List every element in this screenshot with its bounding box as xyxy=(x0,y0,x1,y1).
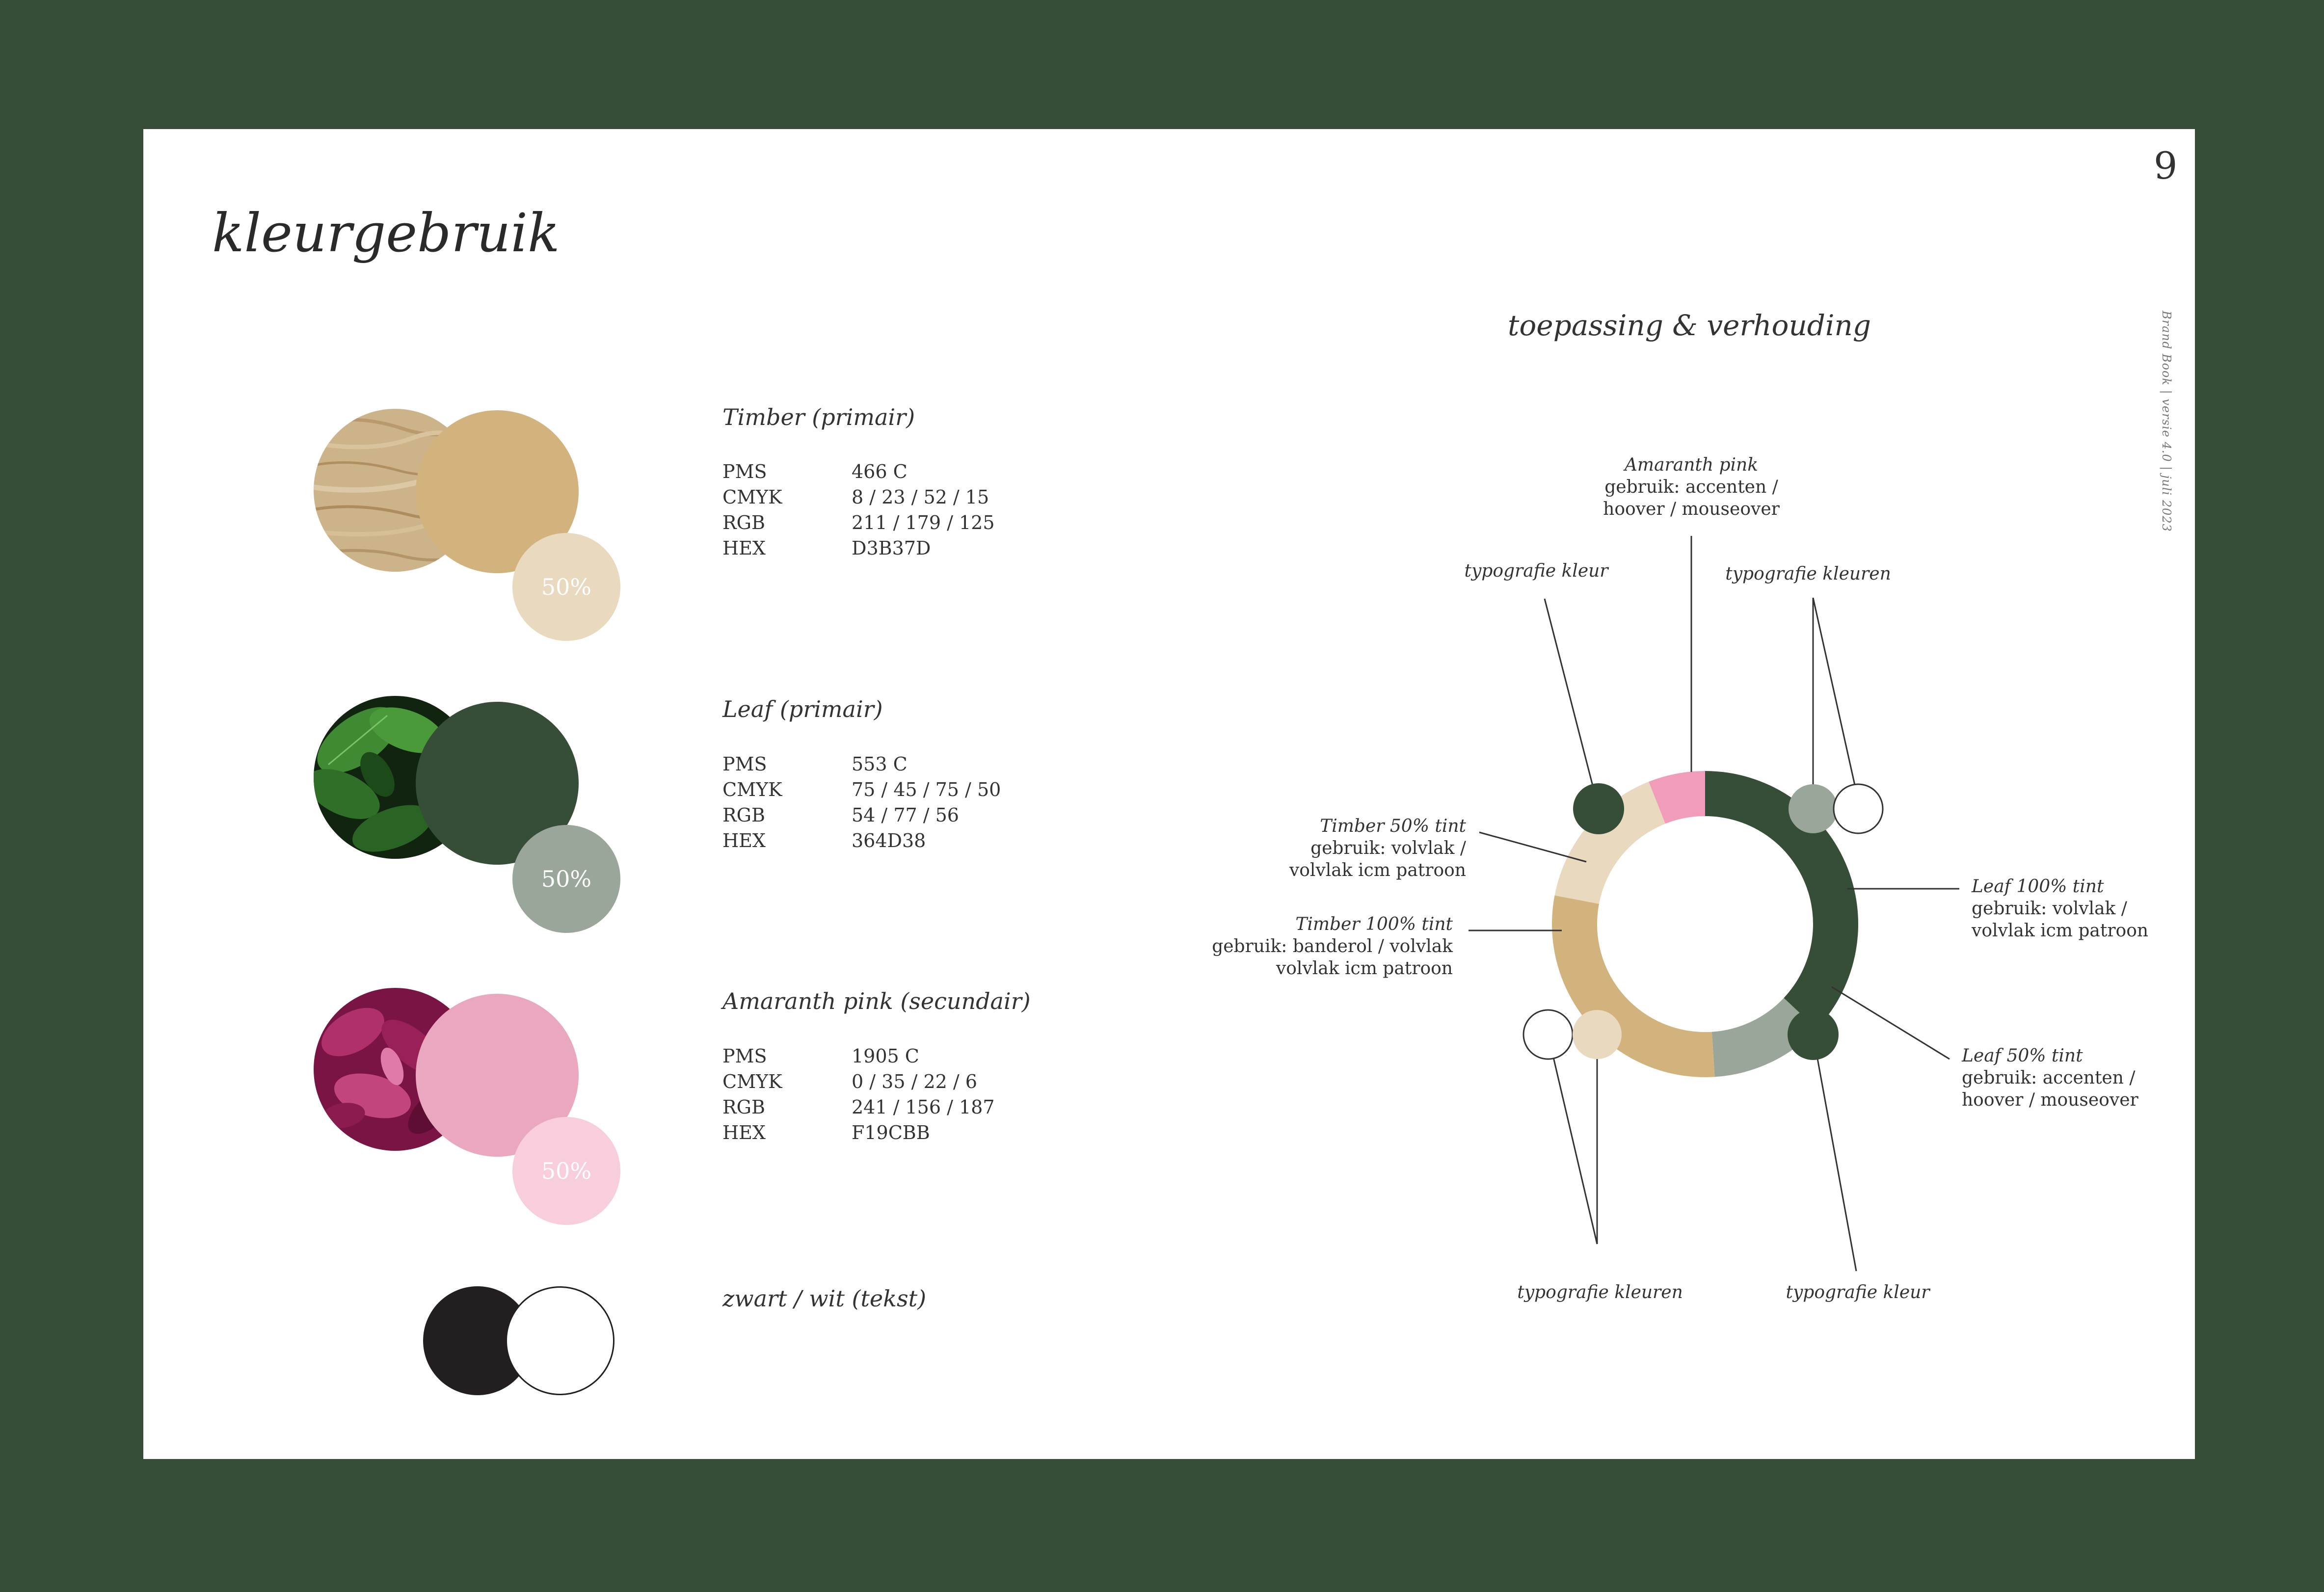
label-leaf50-line1: gebruik: accenten / xyxy=(1962,1068,2136,1088)
leader-line xyxy=(1479,831,1587,863)
spec-key: HEX xyxy=(722,537,766,559)
spec-row: CMYK 0 / 35 / 22 / 6 xyxy=(722,1069,995,1094)
palette-title: Timber (primair) xyxy=(722,404,915,430)
leader-line xyxy=(1812,597,1857,792)
label-pink-title: Amaranth pink xyxy=(1623,455,1758,475)
spec-key: PMS xyxy=(722,461,767,482)
palette-title: Amaranth pink (secundair) xyxy=(722,988,1031,1014)
label-typo-top-right: typografie kleuren xyxy=(1725,564,1891,584)
ring-segment xyxy=(1705,771,1858,1029)
spec-value: 54 / 77 / 56 xyxy=(852,804,959,826)
typography-dot-leaf-tint xyxy=(1789,784,1838,833)
label-typo-top-left: typografie kleur xyxy=(1464,561,1609,581)
spec-row: PMS 1905 C xyxy=(722,1043,995,1069)
pink-tint-swatch: 50% xyxy=(512,1117,620,1225)
spec-table: PMS 466 C CMYK 8 / 23 / 52 / 15 RGB 211 / 1… xyxy=(722,459,995,561)
spec-key: HEX xyxy=(722,830,766,851)
spec-value: 241 / 156 / 187 xyxy=(852,1096,995,1118)
spec-row: PMS 553 C xyxy=(722,751,1001,777)
timber-tint-swatch: 50% xyxy=(512,533,620,641)
spec-value: 8 / 23 / 52 / 15 xyxy=(852,486,989,508)
spec-row: RGB 211 / 179 / 125 xyxy=(722,510,995,535)
tint-label: 50% xyxy=(541,866,592,892)
typography-dot-timber-tint xyxy=(1573,1010,1622,1059)
tint-label: 50% xyxy=(541,574,592,600)
spec-row: CMYK 8 / 23 / 52 / 15 xyxy=(722,484,995,510)
spec-row: RGB 241 / 156 / 187 xyxy=(722,1094,995,1120)
palette-title: zwart / wit (tekst) xyxy=(722,1285,927,1312)
spec-row: HEX 364D38 xyxy=(722,828,1001,853)
label-timber100-line2: volvlak icm patroon xyxy=(1276,958,1453,979)
spec-key: RGB xyxy=(722,804,765,826)
label-leaf50-line2: hoover / mouseover xyxy=(1962,1090,2138,1110)
ring-segment xyxy=(1552,895,1715,1077)
side-meta-text: Brand Book | versie 4.0 | juli 2023 xyxy=(2160,311,2173,532)
spec-value: 75 / 45 / 75 / 50 xyxy=(852,779,1001,800)
leader-line xyxy=(1812,1034,1857,1272)
leader-line xyxy=(1544,598,1597,799)
spec-key: PMS xyxy=(722,753,767,775)
leader-line xyxy=(1547,1034,1598,1245)
palette-title: Leaf (primair) xyxy=(722,696,883,722)
spec-value: D3B37D xyxy=(852,537,931,559)
spec-row: PMS 466 C xyxy=(722,459,995,484)
proportion-ring xyxy=(1552,771,1858,1077)
leader-lines xyxy=(1469,536,1959,1272)
ring-segment xyxy=(1649,771,1705,824)
label-leaf100-line2: volvlak icm patroon xyxy=(1971,921,2148,941)
label-leaf100-title: Leaf 100% tint xyxy=(1971,876,2104,897)
spec-row: RGB 54 / 77 / 56 xyxy=(722,802,1001,828)
leader-line xyxy=(1831,986,1950,1060)
spec-row: HEX D3B37D xyxy=(722,535,995,561)
diagram-labels: Amaranth pink gebruik: accenten / hoover… xyxy=(1212,455,2148,1302)
spec-value: 0 / 35 / 22 / 6 xyxy=(852,1071,977,1092)
spec-row: HEX F19CBB xyxy=(722,1120,995,1145)
spec-value: 553 C xyxy=(852,753,908,775)
ring-segment xyxy=(1554,781,1666,904)
label-typo-bottom-left: typografie kleuren xyxy=(1517,1282,1683,1302)
spec-key: RGB xyxy=(722,1096,765,1118)
label-timber100-line1: gebruik: banderol / volvlak xyxy=(1212,936,1453,956)
spec-value: 211 / 179 / 125 xyxy=(852,512,995,533)
leaf-tint-swatch: 50% xyxy=(512,825,620,933)
spec-value: 466 C xyxy=(852,461,908,482)
label-pink-line2: hoover / mouseover xyxy=(1603,499,1780,519)
spec-key: HEX xyxy=(722,1122,766,1143)
page-number: 9 xyxy=(2154,144,2178,187)
page-title: kleurgebruik xyxy=(212,203,560,264)
spec-key: PMS xyxy=(722,1045,767,1067)
diagram-subtitle: toepassing & verhouding xyxy=(1508,309,1871,342)
spec-value: 1905 C xyxy=(852,1045,919,1067)
typography-dot-white xyxy=(1523,1009,1574,1060)
spec-key: CMYK xyxy=(722,779,782,800)
label-timber50-title: Timber 50% tint xyxy=(1320,816,1466,836)
ring-segment xyxy=(1711,998,1817,1077)
flower-texture-icon xyxy=(314,988,477,1151)
label-typo-bottom-right: typografie kleur xyxy=(1786,1282,1930,1302)
spec-table: PMS 553 C CMYK 75 / 45 / 75 / 50 RGB 54 / 7… xyxy=(722,751,1001,853)
spec-table: PMS 1905 C CMYK 0 / 35 / 22 / 6 RGB 241 / 1… xyxy=(722,1043,995,1145)
typography-dot-leaf xyxy=(1573,783,1624,834)
brand-book-page: 9 kleurgebruik Brand Book | versie 4.0 |… xyxy=(143,129,2195,1459)
proportion-diagram: toepassing & verhouding Amaranth pink ge… xyxy=(1212,309,2148,1302)
spec-value: F19CBB xyxy=(852,1122,930,1143)
label-timber100-title: Timber 100% tint xyxy=(1295,914,1453,934)
spec-key: RGB xyxy=(722,512,765,533)
label-pink-line1: gebruik: accenten / xyxy=(1604,477,1778,497)
spec-value: 364D38 xyxy=(852,830,926,851)
label-leaf100-line1: gebruik: volvlak / xyxy=(1972,899,2128,919)
label-timber50-line1: gebruik: volvlak / xyxy=(1310,838,1467,858)
label-timber50-line2: volvlak icm patroon xyxy=(1289,860,1466,880)
typography-dot-leaf xyxy=(1788,1009,1839,1060)
tint-label: 50% xyxy=(541,1158,592,1184)
white-swatch xyxy=(506,1286,614,1395)
spec-key: CMYK xyxy=(722,1071,782,1092)
spec-key: CMYK xyxy=(722,486,782,508)
spec-row: CMYK 75 / 45 / 75 / 50 xyxy=(722,777,1001,802)
typography-dot-white xyxy=(1833,783,1884,834)
label-leaf50-title: Leaf 50% tint xyxy=(1961,1046,2083,1066)
